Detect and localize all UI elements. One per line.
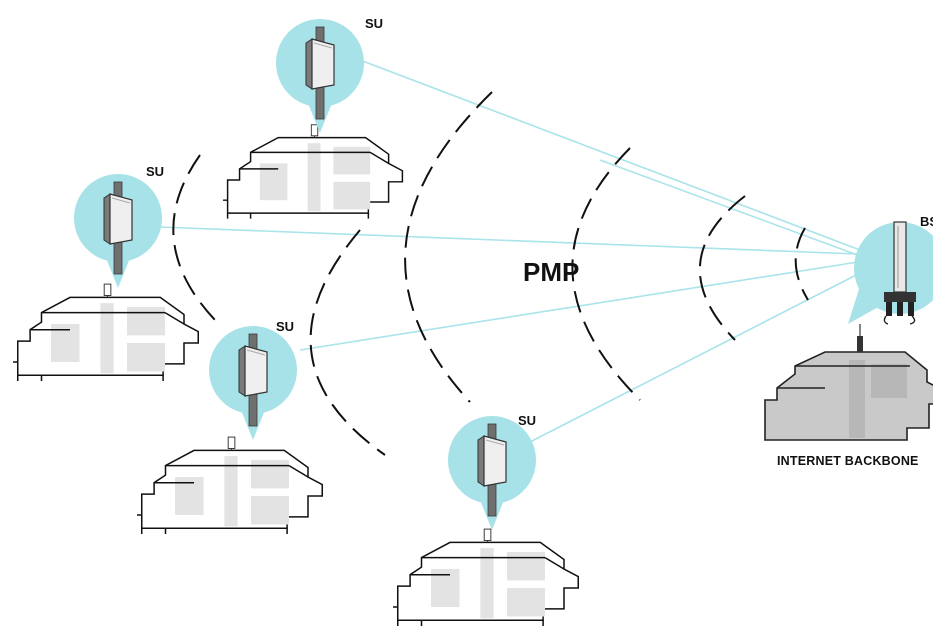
wave-6	[172, 154, 216, 321]
house-base-station	[764, 324, 933, 441]
link-su-top	[359, 59, 861, 251]
house-su-top	[222, 124, 404, 220]
base-station	[848, 221, 933, 325]
su-middle-label: SU	[276, 319, 294, 334]
link-su-left	[159, 226, 859, 255]
base-station-antenna-icon	[883, 221, 916, 325]
wave-3	[571, 147, 641, 401]
house-su-left	[12, 283, 200, 382]
wave-1	[794, 227, 809, 301]
link-su-bottom	[527, 271, 863, 444]
wave-5	[309, 229, 386, 456]
internet-backbone-label: INTERNET BACKBONE	[777, 454, 919, 468]
su-middle	[208, 325, 298, 441]
su-top-label: SU	[365, 16, 383, 31]
su-bottom	[447, 415, 537, 531]
su-bottom-label: SU	[518, 413, 536, 428]
pmp-label: PMP	[523, 257, 579, 287]
su-left	[73, 173, 163, 289]
wave-4	[404, 91, 493, 403]
su-top	[275, 18, 365, 134]
house-su-bottom	[392, 528, 580, 627]
radio-waves	[172, 91, 809, 456]
su-left-label: SU	[146, 164, 164, 179]
base-station-label: BS	[920, 214, 933, 229]
wave-2	[699, 195, 746, 341]
house-su-middle	[136, 436, 324, 535]
